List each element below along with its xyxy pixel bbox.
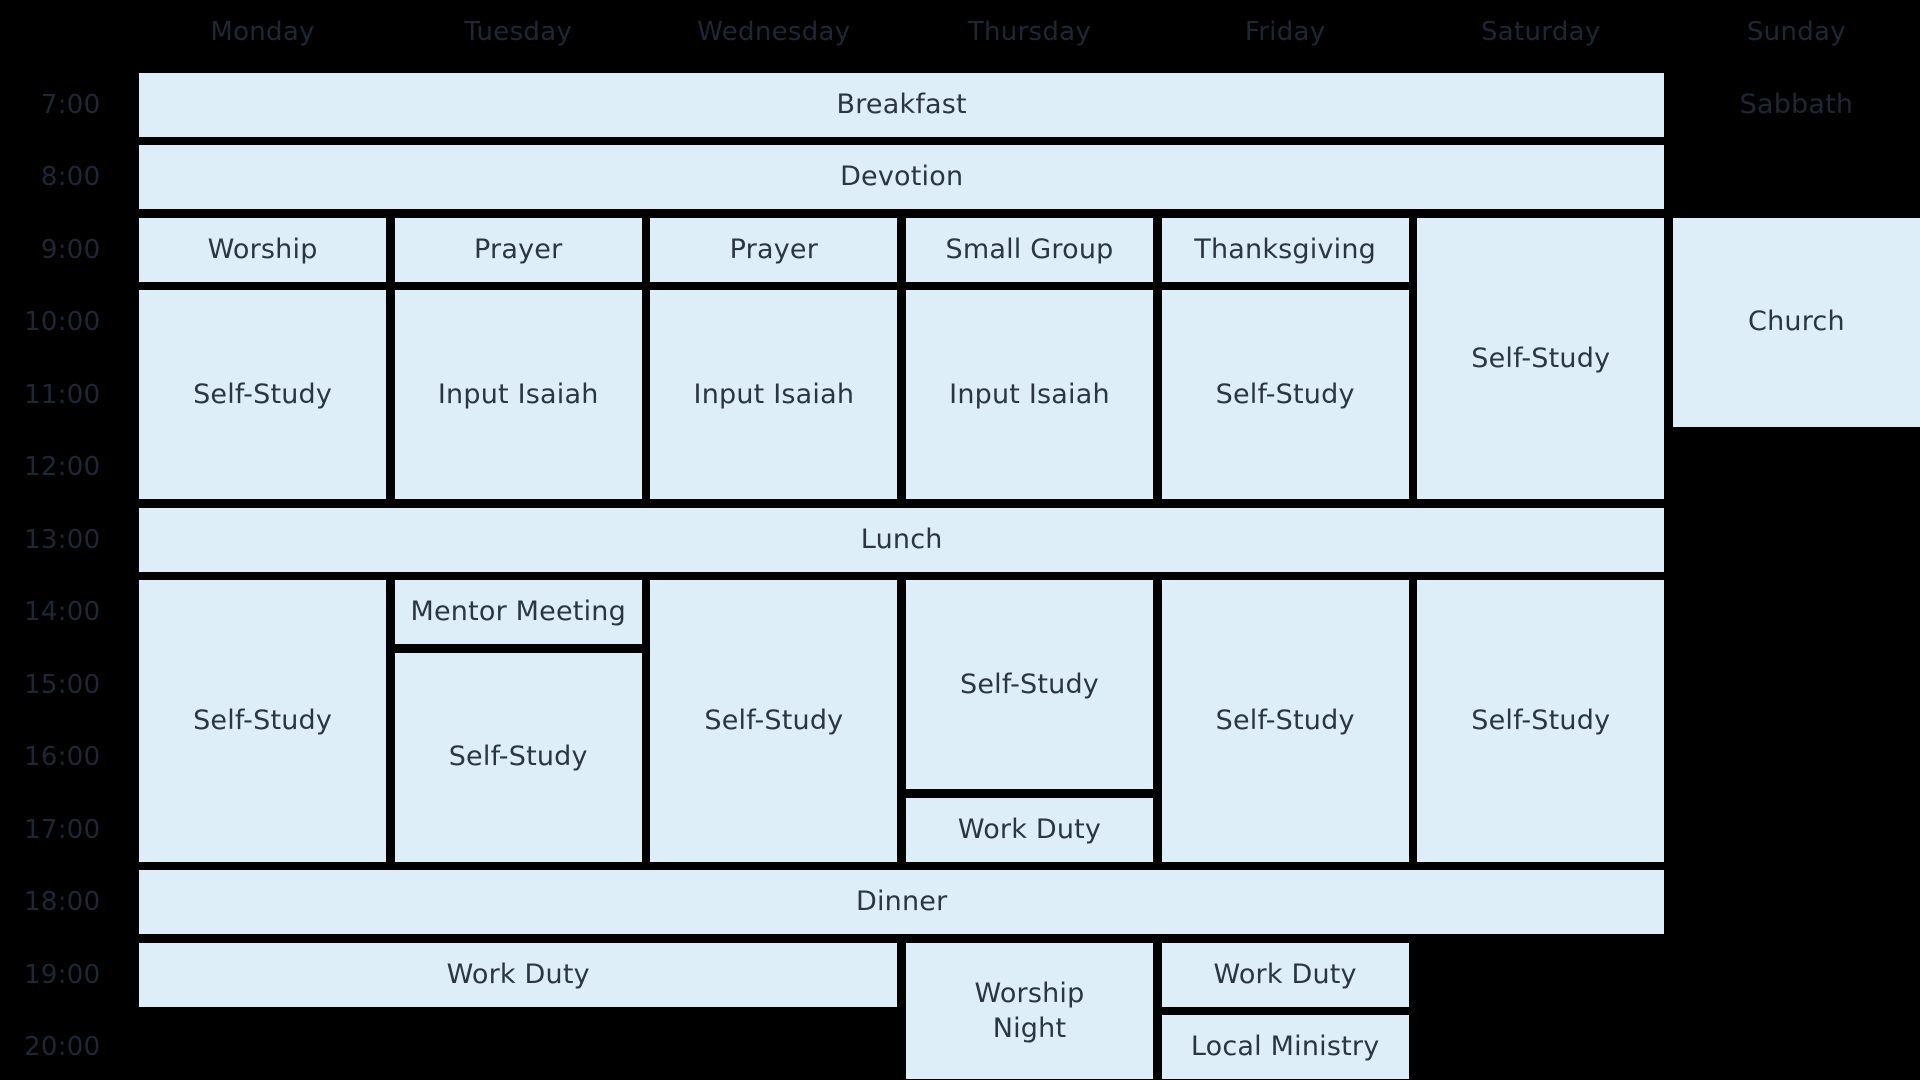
event-church-sunday-9-00: Church [1672, 217, 1920, 427]
event-work-duty-friday-19-00: Work Duty [1161, 942, 1409, 1007]
event-local-ministry-friday-20-00: Local Ministry [1161, 1015, 1409, 1079]
event-breakfast-monday-7-00: Breakfast [139, 72, 1665, 137]
time-label-7-00: 7:00 [40, 89, 101, 120]
event-prayer-wednesday-9-00: Prayer [650, 217, 898, 282]
time-label-17-00: 17:00 [24, 814, 101, 845]
day-header-friday: Friday [1244, 17, 1326, 47]
time-label-16-00: 16:00 [24, 742, 101, 772]
event-self-study-wednesday-14-00: Self-Study [650, 580, 898, 862]
event-thanksgiving-friday-9-00: Thanksgiving [1161, 217, 1409, 282]
time-label-9-00: 9:00 [40, 234, 101, 265]
event-prayer-tuesday-9-00: Prayer [394, 217, 642, 282]
event-self-study-saturday-14-00: Self-Study [1417, 580, 1665, 862]
time-label-15-00: 15:00 [24, 669, 101, 700]
event-small-group-thursday-9-00: Small Group [905, 217, 1154, 282]
time-label-20-00: 20:00 [24, 1032, 101, 1062]
event-input-isaiah-tuesday-10-00: Input Isaiah [394, 290, 642, 499]
event-sabbath-sunday-7-00: Sabbath [1739, 88, 1854, 120]
day-header-saturday: Saturday [1480, 17, 1601, 47]
event-input-isaiah-thursday-10-00: Input Isaiah [905, 290, 1154, 499]
event-self-study-monday-14-00: Self-Study [139, 580, 387, 862]
event-lunch-monday-13-00: Lunch [139, 507, 1665, 572]
time-label-13-00: 13:00 [24, 524, 101, 555]
event-self-study-thursday-14-00: Self-Study [905, 580, 1154, 789]
time-label-12-00: 12:00 [24, 452, 101, 482]
event-self-study-friday-10-00: Self-Study [1161, 290, 1409, 499]
event-worship-night-thursday-19-00: Worship Night [905, 942, 1154, 1079]
day-header-tuesday: Tuesday [464, 17, 573, 47]
event-self-study-saturday-9-00: Self-Study [1417, 217, 1665, 499]
event-input-isaiah-wednesday-10-00: Input Isaiah [650, 290, 898, 499]
event-work-duty-monday-19-00: Work Duty [139, 942, 898, 1007]
event-work-duty-thursday-17-00: Work Duty [905, 797, 1154, 862]
time-label-14-00: 14:00 [24, 597, 101, 627]
day-header-sunday: Sunday [1746, 17, 1846, 47]
time-label-8-00: 8:00 [40, 162, 101, 192]
day-header-thursday: Thursday [967, 17, 1092, 47]
time-label-18-00: 18:00 [24, 887, 101, 917]
day-header-wednesday: Wednesday [697, 17, 851, 47]
event-self-study-tuesday-15-00: Self-Study [394, 652, 642, 862]
event-dinner-monday-18-00: Dinner [139, 870, 1665, 934]
day-header-monday: Monday [210, 17, 315, 47]
event-self-study-friday-14-00: Self-Study [1161, 580, 1409, 862]
time-label-19-00: 19:00 [24, 959, 101, 990]
time-label-11-00: 11:00 [24, 379, 101, 410]
event-devotion-monday-8-00: Devotion [139, 145, 1665, 209]
event-mentor-meeting-tuesday-14-00: Mentor Meeting [394, 580, 642, 644]
event-worship-monday-9-00: Worship [139, 217, 387, 282]
time-label-10-00: 10:00 [24, 307, 101, 337]
event-self-study-monday-10-00: Self-Study [139, 290, 387, 499]
